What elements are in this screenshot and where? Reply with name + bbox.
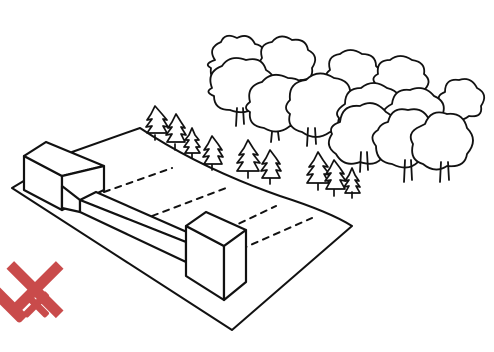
conifer-tree-6 [261,150,281,184]
conifer-tree-7 [307,152,330,190]
conifer-tree-9 [344,168,360,198]
conifer-tree-3 [184,128,200,158]
reject-x-icon [0,261,64,324]
conifer-tree-2 [166,114,186,150]
conifer-tree-8 [325,160,346,196]
conifer-tree-5 [237,140,260,178]
